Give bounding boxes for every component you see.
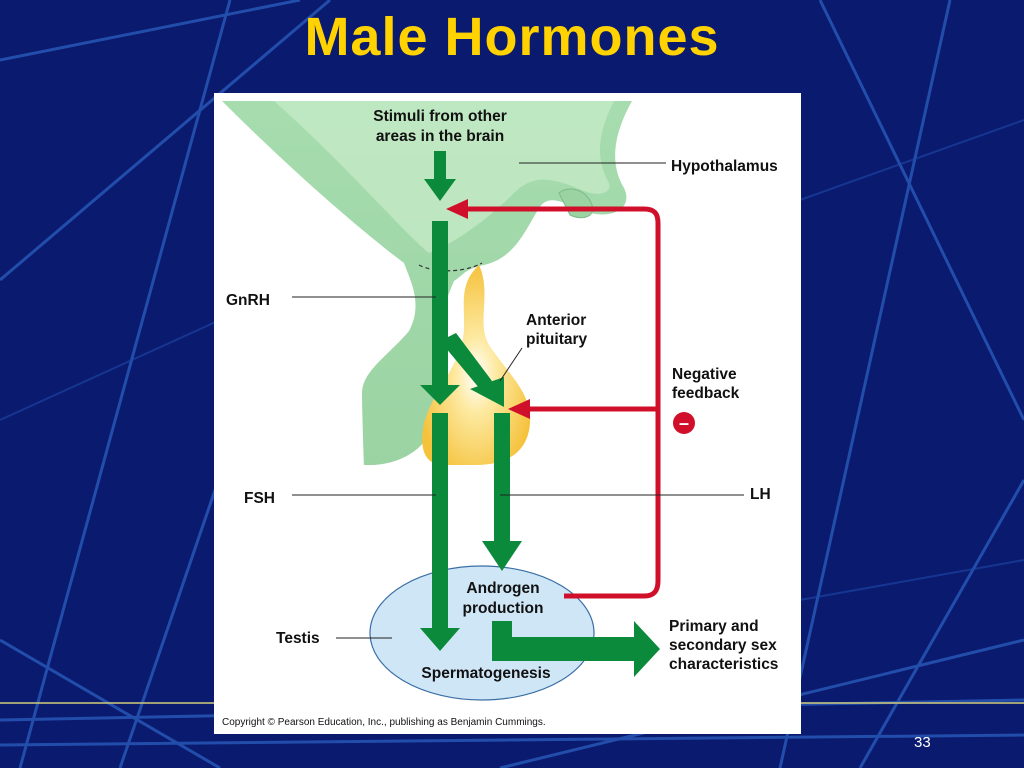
copyright-text: Copyright © Pearson Education, Inc., pub… [222,717,546,728]
gnrh-label: GnRH [226,292,270,309]
testis-label: Testis [276,630,320,647]
slide-title: Male Hormones [304,7,720,67]
negative-feedback-loop [446,199,661,599]
androgen-label-1: Androgen [466,580,539,597]
negative-feedback-badge [673,412,695,434]
hypothalamus-label: Hypothalamus [671,158,778,175]
leader-lines [292,162,744,639]
spermatogenesis-label: Spermatogenesis [421,665,550,682]
stimuli-label-2: areas in the brain [376,128,504,145]
negative-label-1: Negative [672,366,737,383]
testis-shape [369,565,595,701]
characteristics-label-2: secondary sex [669,637,777,654]
minus-sign: – [679,413,689,433]
stimuli-label-1: Stimuli from other [373,108,506,125]
anterior-label-2: pituitary [526,331,588,348]
green-arrows [420,151,660,677]
androgen-label-2: production [463,600,544,617]
hormone-diagram: – Stimuli from other areas in the brain … [222,101,778,728]
page-number: 33 [914,734,931,751]
diagram-panel: – Stimuli from other areas in the brain … [214,93,801,734]
anterior-label-1: Anterior [526,312,586,329]
hypothalamus-shape [222,101,632,465]
characteristics-label-3: characteristics [669,656,778,673]
fsh-label: FSH [244,490,275,507]
characteristics-label-1: Primary and [669,618,759,635]
stalk-boundary [418,262,483,272]
lh-label: LH [750,486,771,503]
negative-label-2: feedback [672,385,740,402]
